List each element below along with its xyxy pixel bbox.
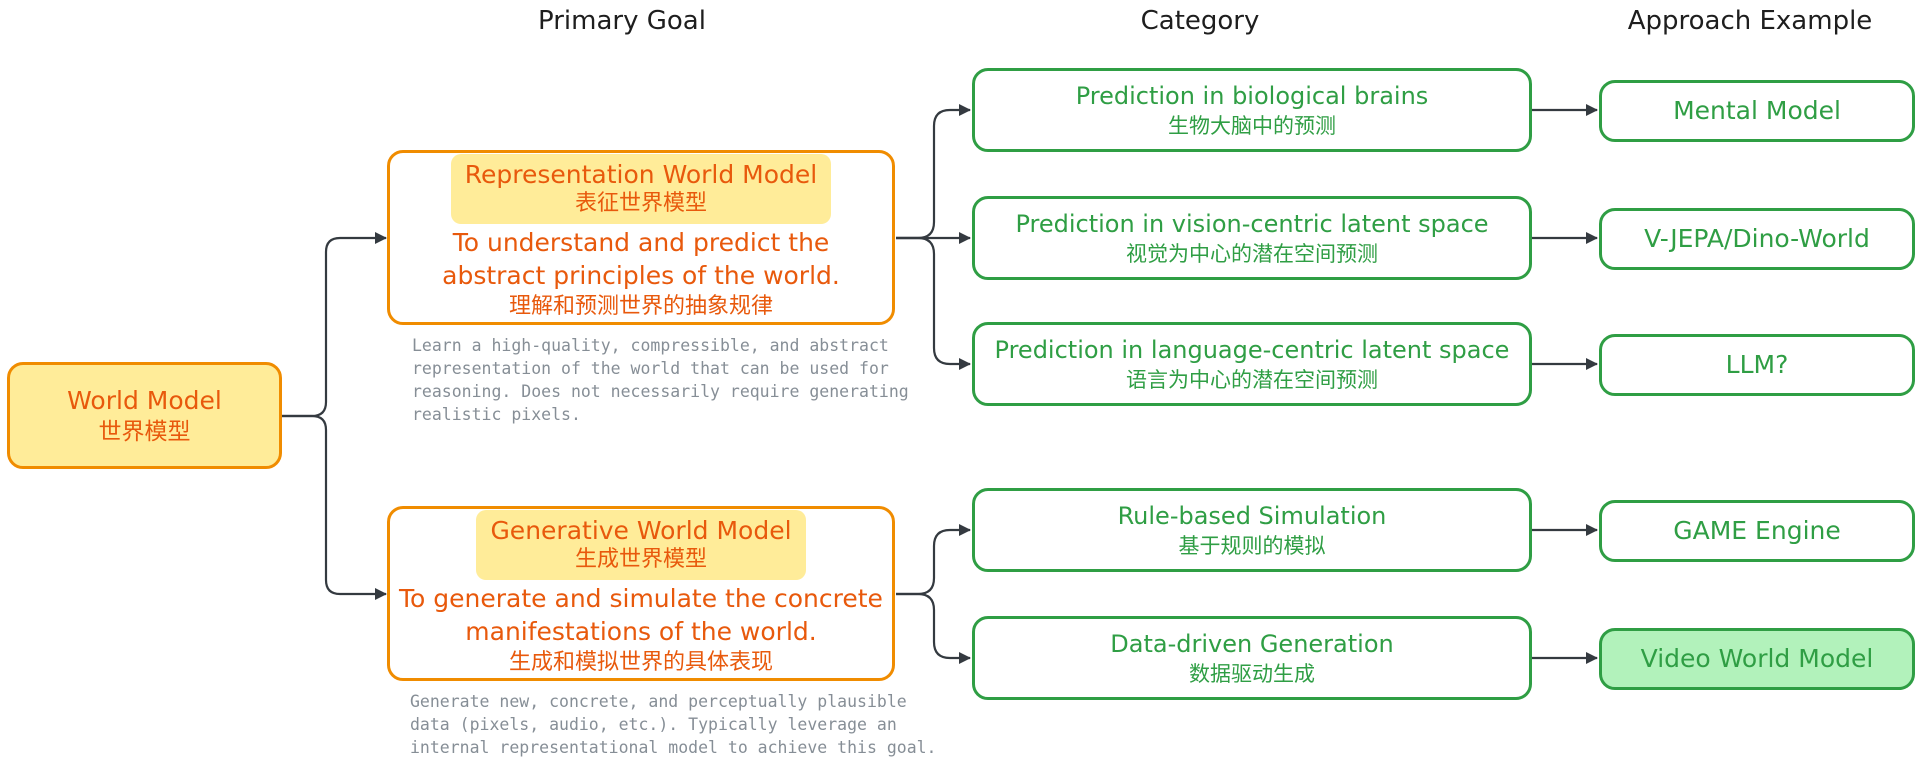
generative-note-line: data (pixels, audio, etc.). Typically le… (410, 715, 897, 734)
example-label: GAME Engine (1673, 516, 1841, 545)
world-model-title-zh: 世界模型 (98, 418, 191, 445)
category-biological-brains: Prediction in biological brains 生物大脑中的预测 (972, 68, 1532, 152)
representation-note-line: realistic pixels. (412, 405, 581, 424)
generative-note-line: internal representational model to achie… (410, 738, 937, 757)
example-video-world-model: Video World Model (1599, 628, 1915, 690)
category-title-zh: 语言为中心的潜在空间预测 (1126, 367, 1378, 392)
generative-note-line: Generate new, concrete, and perceptually… (410, 692, 907, 711)
category-title-zh: 视觉为中心的潜在空间预测 (1126, 241, 1378, 266)
category-data-driven-generation: Data-driven Generation 数据驱动生成 (972, 616, 1532, 700)
representation-note: Learn a high-quality, compressible, and … (412, 334, 909, 426)
category-vision-latent: Prediction in vision-centric latent spac… (972, 196, 1532, 280)
example-label: Video World Model (1640, 644, 1874, 673)
category-language-latent: Prediction in language-centric latent sp… (972, 322, 1532, 406)
category-title: Data-driven Generation (1110, 629, 1394, 658)
representation-note-line: reasoning. Does not necessarily require … (412, 382, 909, 401)
category-title: Prediction in language-centric latent sp… (994, 335, 1510, 364)
generative-goal-line-1: To generate and simulate the concrete (399, 583, 883, 613)
representation-goal-zh: 理解和预测世界的抽象规律 (508, 293, 773, 319)
header-category: Category (1140, 6, 1260, 36)
world-model-node: World Model 世界模型 (7, 362, 282, 469)
example-vjepa-dino-world: V-JEPA/Dino-World (1599, 208, 1915, 270)
category-title: Rule-based Simulation (1117, 501, 1387, 530)
representation-title-zh: 表征世界模型 (574, 190, 707, 216)
example-game-engine: GAME Engine (1599, 500, 1915, 562)
category-title-zh: 数据驱动生成 (1189, 661, 1315, 686)
representation-goal-line-2: abstract principles of the world. (442, 260, 840, 290)
category-title: Prediction in vision-centric latent spac… (1015, 209, 1489, 238)
arrow-gen-to-cat-5 (896, 592, 971, 664)
category-rule-based-simulation: Rule-based Simulation 基于规则的模拟 (972, 488, 1532, 572)
example-llm: LLM? (1599, 334, 1915, 396)
generative-title-highlight: Generative World Model 生成世界模型 (476, 509, 806, 580)
arrow-gen-to-cat-4 (896, 524, 971, 596)
world-model-title: World Model (67, 385, 222, 415)
arrow-rep-to-cat-3 (896, 236, 971, 370)
example-mental-model: Mental Model (1599, 80, 1915, 142)
generative-title: Generative World Model (490, 515, 792, 545)
generative-goal-line-2: manifestations of the world. (465, 616, 817, 646)
category-title: Prediction in biological brains (1075, 81, 1429, 110)
generative-note: Generate new, concrete, and perceptually… (410, 690, 937, 759)
arrow-rep-to-cat-1 (896, 104, 971, 240)
arrow-root-to-generative (282, 414, 387, 600)
category-title-zh: 基于规则的模拟 (1178, 533, 1326, 558)
representation-note-line: Learn a high-quality, compressible, and … (412, 336, 889, 355)
category-title-zh: 生物大脑中的预测 (1168, 113, 1336, 138)
generative-title-zh: 生成世界模型 (574, 546, 707, 572)
representation-world-model-node: Representation World Model 表征世界模型 To und… (387, 150, 895, 325)
example-label: Mental Model (1673, 96, 1841, 125)
representation-title-highlight: Representation World Model 表征世界模型 (450, 153, 832, 224)
arrow-root-to-representation (282, 232, 387, 418)
generative-world-model-node: Generative World Model 生成世界模型 To generat… (387, 506, 895, 681)
representation-title: Representation World Model (464, 159, 818, 189)
example-label: V-JEPA/Dino-World (1644, 224, 1870, 253)
header-primary-goal: Primary Goal (538, 6, 706, 36)
representation-goal-line-1: To understand and predict the (452, 227, 830, 257)
header-approach-example: Approach Example (1627, 6, 1873, 36)
representation-note-line: representation of the world that can be … (412, 359, 889, 378)
generative-goal-zh: 生成和模拟世界的具体表现 (508, 649, 773, 675)
example-label: LLM? (1725, 350, 1789, 379)
